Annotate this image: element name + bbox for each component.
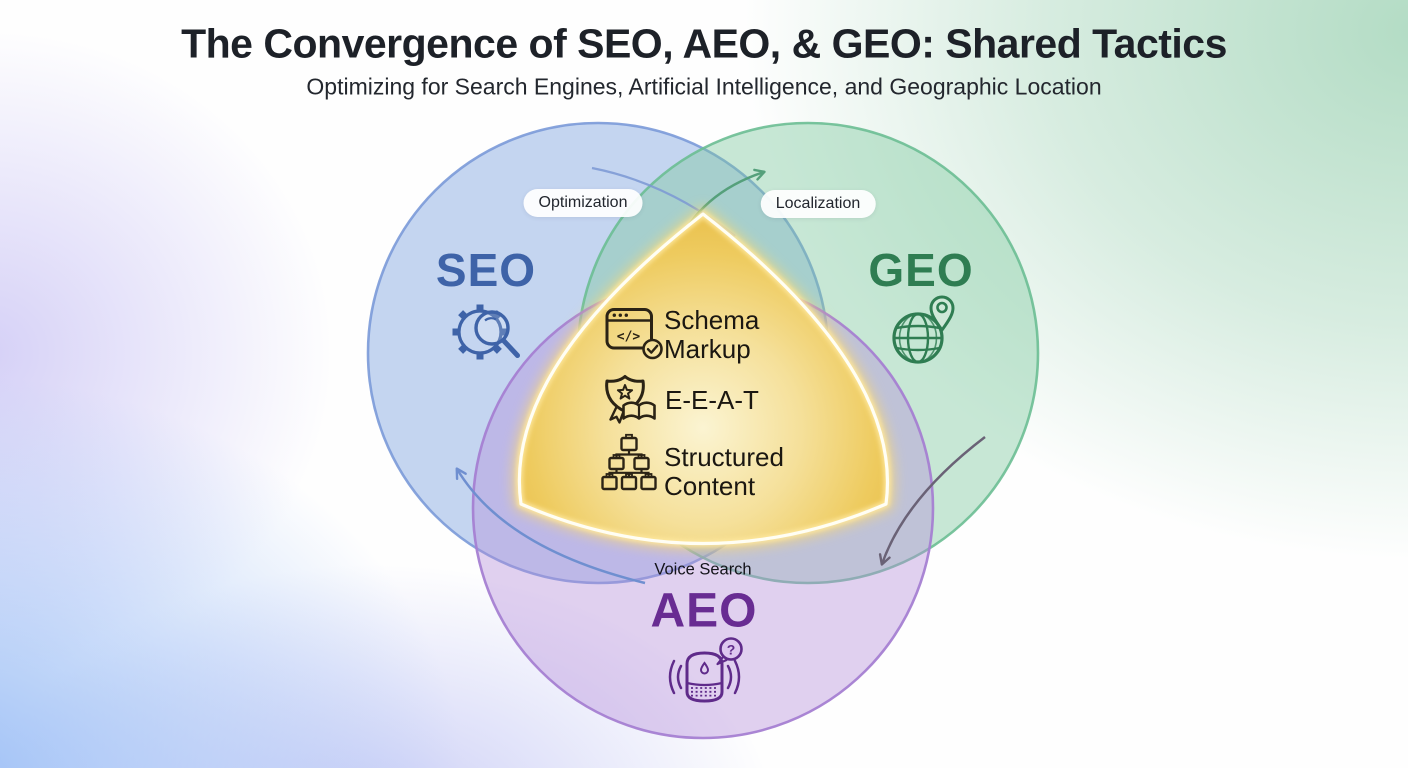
globe-location-pin-icon (892, 295, 955, 364)
smart-speaker-icon: ? (668, 637, 743, 703)
optimization-label: Optimization (523, 189, 643, 217)
structured-line-2: Content (664, 470, 756, 501)
localization-label: Localization (760, 190, 876, 218)
seo-label: SEO (435, 244, 537, 296)
gear-magnifier-icon (452, 304, 520, 360)
shared-tactic-structured-content: Structured Content (664, 443, 784, 500)
geo-to-aeo-arrow (878, 436, 986, 566)
structured-line-1: Structured (664, 442, 784, 472)
schema-line-1: Schema (664, 305, 760, 335)
schema-line-2: Markup (664, 333, 751, 364)
schema-markup-icon: </> (605, 308, 663, 360)
code-glyph: </> (617, 330, 641, 345)
aeo-label: AEO (650, 584, 758, 638)
page-title: The Convergence of SEO, AEO, & GEO: Shar… (181, 20, 1227, 67)
page-subtitle: Optimizing for Search Engines, Artificia… (306, 73, 1102, 100)
shared-tactic-schema-markup: Schema Markup (664, 306, 759, 363)
eeat-badge-book-icon (605, 375, 656, 424)
geo-label: GEO (868, 244, 974, 296)
structured-content-boxes-icon (601, 433, 657, 491)
voice-search-label: Voice Search (654, 560, 752, 579)
question-mark-glyph: ? (727, 642, 736, 658)
aeo-to-seo-arrow (455, 467, 646, 585)
shared-tactic-eeat: E-E-A-T (665, 386, 759, 415)
eeat-line-1: E-E-A-T (665, 385, 759, 415)
